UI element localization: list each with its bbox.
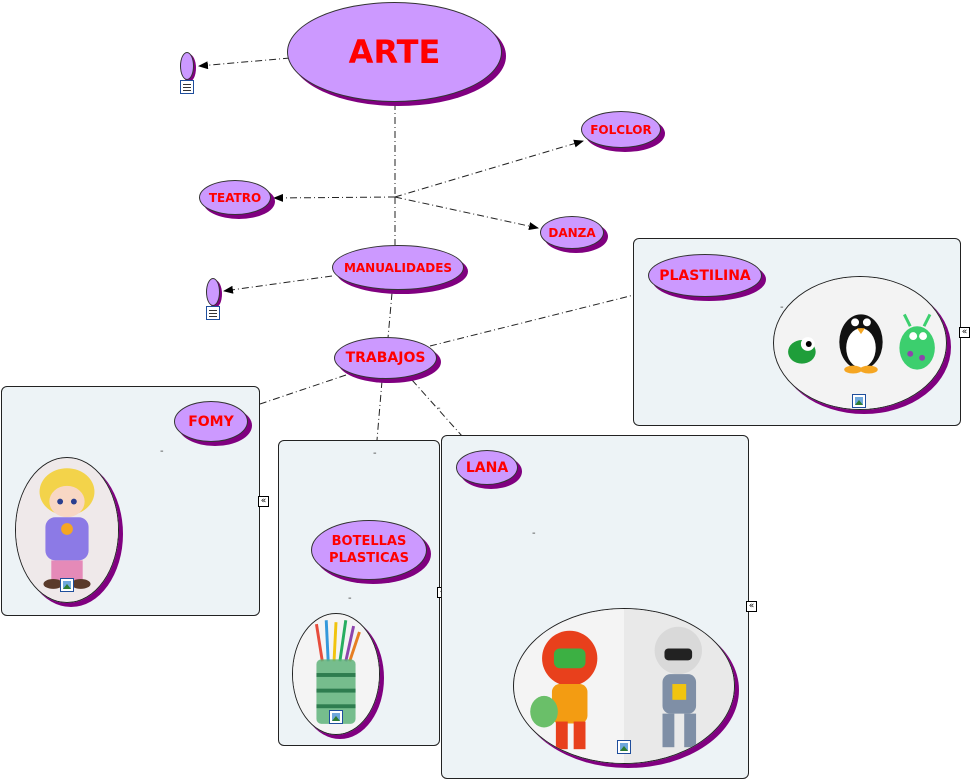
node-lana-label: LANA [465, 459, 509, 476]
link-trabajos-fomy [259, 374, 347, 405]
node-danza-label: DANZA [548, 225, 596, 240]
node-lana[interactable]: LANA [456, 450, 518, 485]
link-manualidades-note [223, 275, 333, 294]
node-arte-label: ARTE [348, 33, 441, 71]
image-icon[interactable] [852, 394, 866, 408]
node-teatro-label: TEATRO [208, 190, 262, 205]
note-dash: - [348, 593, 352, 604]
node-fomy[interactable]: FOMY [174, 401, 248, 442]
node-teatro[interactable]: TEATRO [199, 180, 271, 215]
link-trabajos-botellas [376, 380, 383, 441]
image-icon[interactable] [329, 710, 343, 724]
note-dash: - [780, 302, 784, 313]
node-botellas-label-line1: BOTELLAS [331, 534, 407, 549]
note-pin-arte[interactable] [180, 52, 194, 80]
link-hub-folclor [394, 139, 584, 198]
node-trabajos-label: TRABAJOS [345, 350, 426, 366]
note-dash: - [160, 446, 164, 457]
node-plastilina[interactable]: PLASTILINA [648, 254, 762, 297]
collapse-icon[interactable]: « [258, 496, 269, 507]
note-icon[interactable] [180, 80, 194, 94]
link-trabajos-lana [411, 379, 463, 437]
link-hub-danza [394, 196, 539, 231]
note-dash: - [373, 448, 377, 459]
collapse-icon[interactable]: « [746, 601, 757, 612]
collapse-icon[interactable]: « [959, 327, 970, 338]
node-manualidades[interactable]: MANUALIDADES [332, 245, 464, 290]
link-arte-note [198, 57, 291, 70]
node-trabajos[interactable]: TRABAJOS [334, 337, 437, 379]
image-fomy-doll[interactable] [15, 457, 119, 603]
link-hub-teatro [273, 193, 396, 202]
image-icon[interactable] [617, 740, 631, 754]
link-trabajos-plastilina [429, 294, 635, 347]
node-botellas-label-line2: PLASTICAS [329, 551, 409, 566]
image-icon[interactable] [60, 578, 74, 592]
node-folclor[interactable]: FOLCLOR [581, 111, 661, 148]
note-dash: - [437, 403, 441, 414]
node-danza[interactable]: DANZA [540, 216, 604, 249]
node-botellas-plasticas[interactable]: BOTELLAS PLASTICAS [311, 520, 427, 580]
node-plastilina-label: PLASTILINA [659, 267, 751, 284]
image-plastilina-figures[interactable] [773, 276, 947, 410]
node-manualidades-label: MANUALIDADES [343, 260, 453, 275]
link-manualidades-trabajos [387, 292, 393, 339]
note-icon[interactable] [206, 306, 220, 320]
node-fomy-label: FOMY [188, 413, 234, 430]
node-folclor-label: FOLCLOR [590, 122, 652, 137]
note-dash: - [532, 528, 536, 539]
note-pin-manualidades[interactable] [206, 278, 220, 306]
node-arte[interactable]: ARTE [287, 2, 502, 102]
